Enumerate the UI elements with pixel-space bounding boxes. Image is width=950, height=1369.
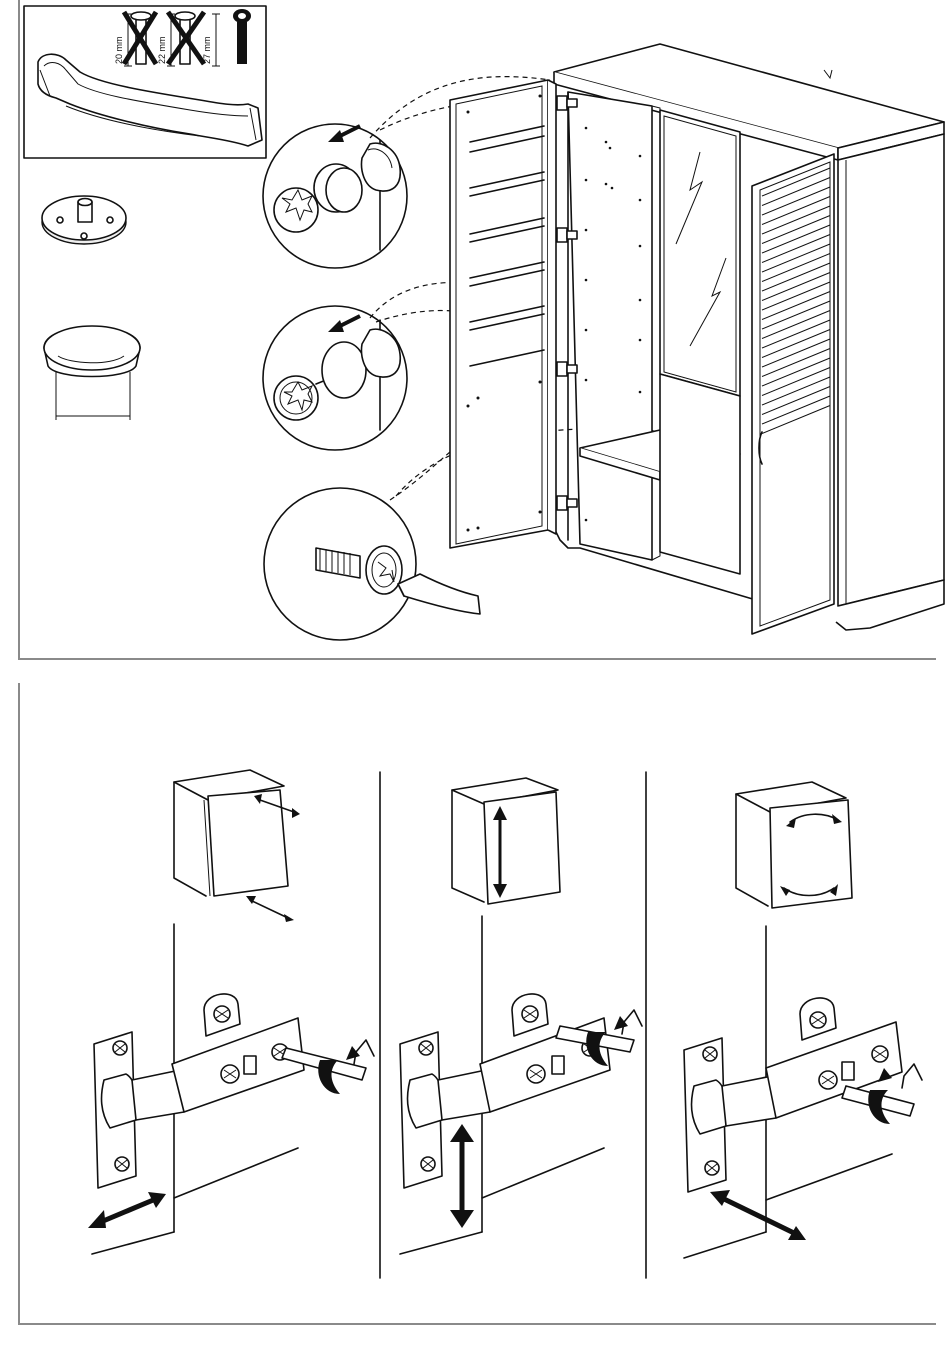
hinge-side-adjustment <box>88 924 374 1254</box>
wardrobe-cabinet-illustration <box>450 44 944 634</box>
hinge-height-adjustment <box>400 916 642 1254</box>
height-adjustment-door-icon <box>452 778 560 904</box>
screw-length-label: 20 mm <box>114 36 124 64</box>
zoom-remove-cap-2 <box>263 306 407 450</box>
hinge-depth-adjustment <box>684 926 922 1258</box>
depth-adjustment-door-icon <box>736 782 852 908</box>
hinge-mounting-plate-icon <box>42 196 126 244</box>
handle-parts-box: 20 mm 22 mm 27 mm <box>24 6 266 158</box>
screw-length-label: 22 mm <box>157 36 167 64</box>
side-adjustment-door-icon <box>174 770 300 922</box>
screw-length-label: 27 mm <box>202 36 212 64</box>
zoom-remove-cap-1 <box>263 124 407 268</box>
cover-cap-icon <box>44 326 140 420</box>
zoom-screw-tighten <box>264 488 480 640</box>
